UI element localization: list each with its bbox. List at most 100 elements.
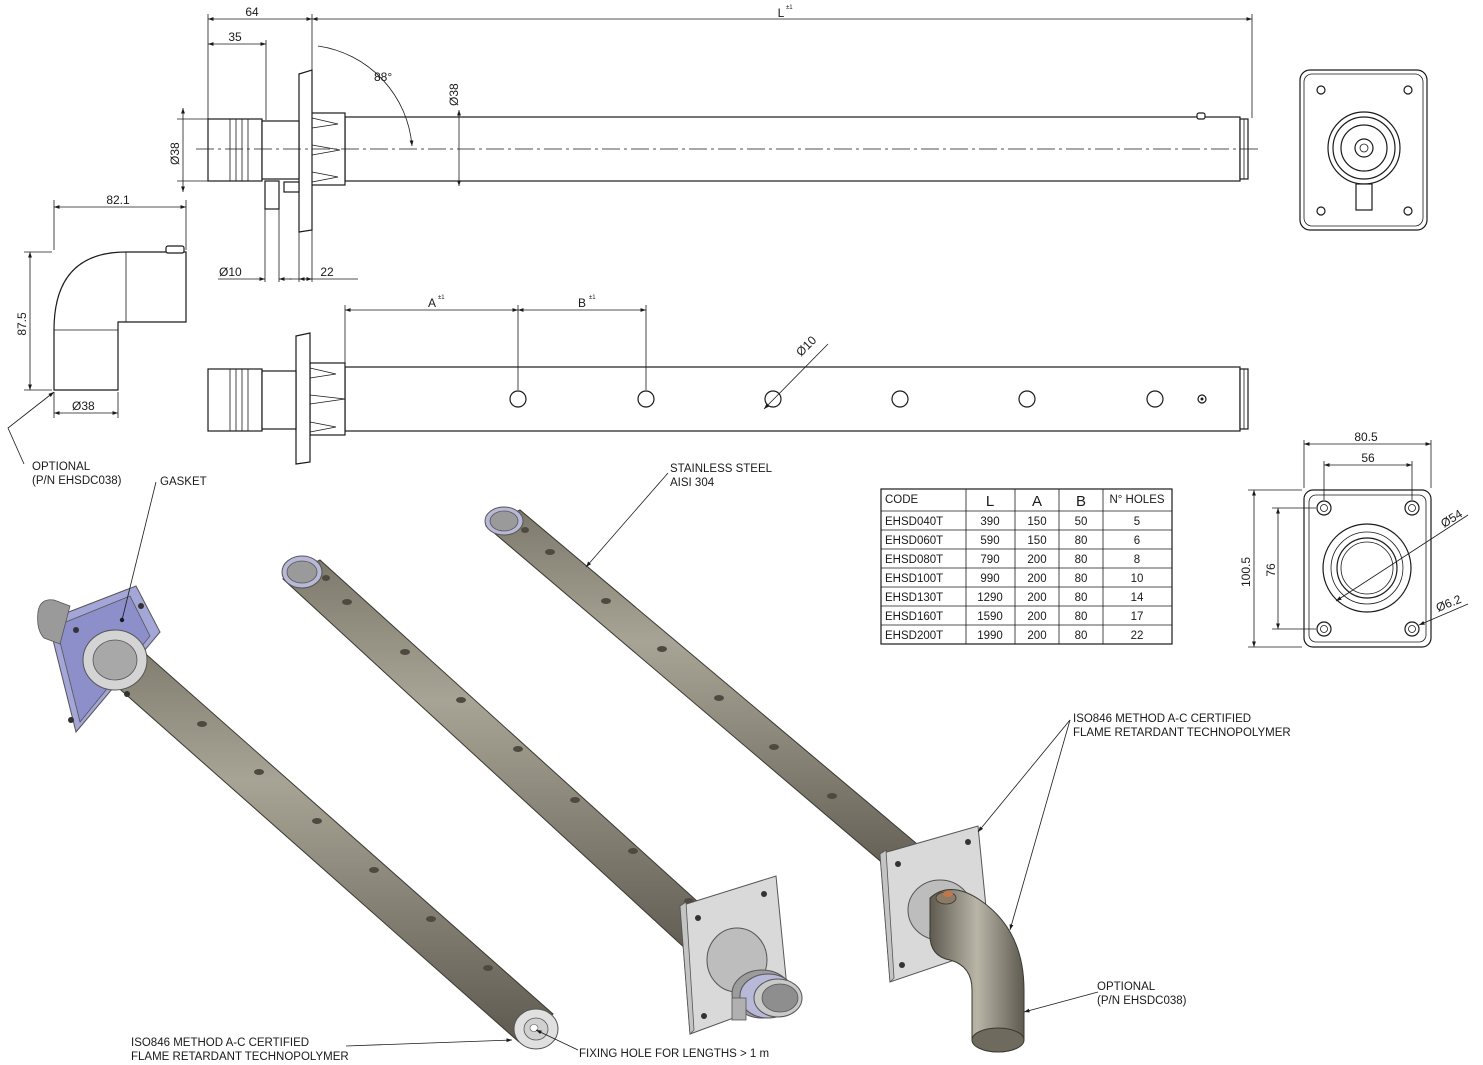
table-cell: 50 (1075, 516, 1088, 528)
diameter-symbol: Ø (447, 97, 461, 106)
table-cell: EHSD060T (885, 535, 943, 547)
dim-82-1: 82.1 (106, 193, 130, 207)
hole (1146, 390, 1164, 408)
dim-dia10-spigot: Ø10 (219, 265, 242, 279)
flange-view (1248, 440, 1469, 648)
diameter-symbol: Ø (168, 156, 182, 165)
dim-L: L (778, 6, 785, 20)
optional-pn-bottom: (P/N EHSDC038) (1097, 995, 1187, 1007)
fixing-hole-label: FIXING HOLE FOR LENGTHS > 1 m (579, 1048, 769, 1060)
table-cell: 80 (1075, 535, 1088, 547)
table-header-A: A (1032, 493, 1042, 510)
optional-label-top: OPTIONAL (32, 461, 91, 473)
dim-L-tolerance: ±1 (786, 5, 793, 11)
elbow-side-view (7, 200, 187, 465)
table-cell: 5 (1134, 516, 1140, 528)
gasket-label: GASKET (160, 476, 207, 488)
dim-dia54: Ø54 (1438, 506, 1465, 530)
optional-label-bottom: OPTIONAL (1097, 981, 1156, 993)
table-cell: 10 (1131, 573, 1144, 585)
table-cell: EHSD040T (885, 516, 943, 528)
leader-lines (119, 472, 1099, 1051)
table-cell: 6 (1134, 535, 1140, 547)
hole (509, 390, 527, 408)
dim-dia38-elbow-value: 38 (81, 399, 95, 413)
dim-dia38-left-value: 38 (168, 142, 182, 156)
table-cell: 1590 (977, 611, 1003, 623)
side-view-holes (207, 305, 1249, 465)
table-cell: 80 (1075, 573, 1088, 585)
dim-56: 56 (1361, 451, 1375, 465)
table-header-code: CODE (885, 494, 919, 506)
table-cell: EHSD130T (885, 592, 943, 604)
dim-dia38-elbow: Ø38 (72, 399, 95, 413)
table-cell: 200 (1027, 554, 1046, 566)
table-cell: 8 (1134, 554, 1140, 566)
codes-table (880, 488, 1173, 645)
diameter-symbol: Ø (72, 399, 81, 413)
end-view-top (1299, 69, 1428, 231)
iso-label-right: ISO846 METHOD A-C CERTIFIED (1073, 713, 1251, 725)
iso-label-bottom: ISO846 METHOD A-C CERTIFIED (131, 1037, 309, 1049)
table-cell: 150 (1027, 516, 1046, 528)
dim-dia38-top: Ø38 (447, 83, 461, 106)
dim-angle-88: 88° (374, 70, 392, 84)
dim-22: 22 (320, 265, 334, 279)
dim-dia6-2: Ø6.2 (1434, 592, 1464, 615)
dim-dia10-holes: Ø10 (793, 333, 819, 359)
steel-label: STAINLESS STEEL (670, 463, 773, 475)
table-cell: 200 (1027, 573, 1046, 585)
dim-80-5: 80.5 (1354, 430, 1378, 444)
steel-grade-label: AISI 304 (670, 477, 715, 489)
table-cell: 990 (980, 573, 999, 585)
table-header-L: L (986, 493, 994, 510)
hole (637, 390, 655, 408)
optional-pn-top: (P/N EHSDC038) (32, 475, 122, 487)
iso-material-label-right: FLAME RETARDANT TECHNOPOLYMER (1073, 727, 1291, 739)
table-cell: 1990 (977, 630, 1003, 642)
dim-dia38-top-value: 38 (447, 83, 461, 97)
table-cell: 590 (980, 535, 999, 547)
render-tube-middle (281, 555, 803, 1035)
dim-76: 76 (1264, 563, 1278, 577)
iso-material-label-bottom: FLAME RETARDANT TECHNOPOLYMER (131, 1051, 349, 1063)
table-cell: EHSD160T (885, 611, 943, 623)
hole (891, 390, 909, 408)
dim-A-tolerance: ±1 (438, 295, 445, 301)
table-cell: 80 (1075, 611, 1088, 623)
table-cell: 80 (1075, 592, 1088, 604)
table-cell: EHSD080T (885, 554, 943, 566)
hole (764, 390, 782, 408)
table-cell: 17 (1131, 611, 1144, 623)
dim-A: A (428, 296, 436, 310)
table-header-holes: N° HOLES (1109, 494, 1164, 506)
table-cell: 22 (1131, 630, 1144, 642)
table-cell: EHSD100T (885, 573, 943, 585)
table-cell: 200 (1027, 630, 1046, 642)
dim-B: B (578, 296, 586, 310)
hole (1018, 390, 1036, 408)
dim-100-5: 100.5 (1239, 557, 1253, 587)
diameter-symbol: Ø (219, 265, 228, 279)
table-cell: 200 (1027, 611, 1046, 623)
table-cell: 14 (1131, 592, 1144, 604)
table-cell: 80 (1075, 630, 1088, 642)
dim-64: 64 (245, 5, 259, 19)
table-cell: 80 (1075, 554, 1088, 566)
table-cell: EHSD200T (885, 630, 943, 642)
table-cell: 1290 (977, 592, 1003, 604)
dim-35: 35 (228, 30, 242, 44)
dim-dia38-left: Ø38 (168, 142, 182, 165)
render-tube-right (484, 506, 1025, 1053)
table-cell: 790 (980, 554, 999, 566)
dim-87-5: 87.5 (15, 312, 29, 336)
side-view-top (177, 14, 1262, 282)
dim-dia10-spigot-value: 10 (228, 265, 242, 279)
table-cell: 200 (1027, 592, 1046, 604)
render-tube-left (37, 585, 559, 1050)
table-cell: 150 (1027, 535, 1046, 547)
dim-B-tolerance: ±1 (589, 295, 596, 301)
table-header-B: B (1076, 493, 1086, 510)
table-cell: 390 (980, 516, 999, 528)
